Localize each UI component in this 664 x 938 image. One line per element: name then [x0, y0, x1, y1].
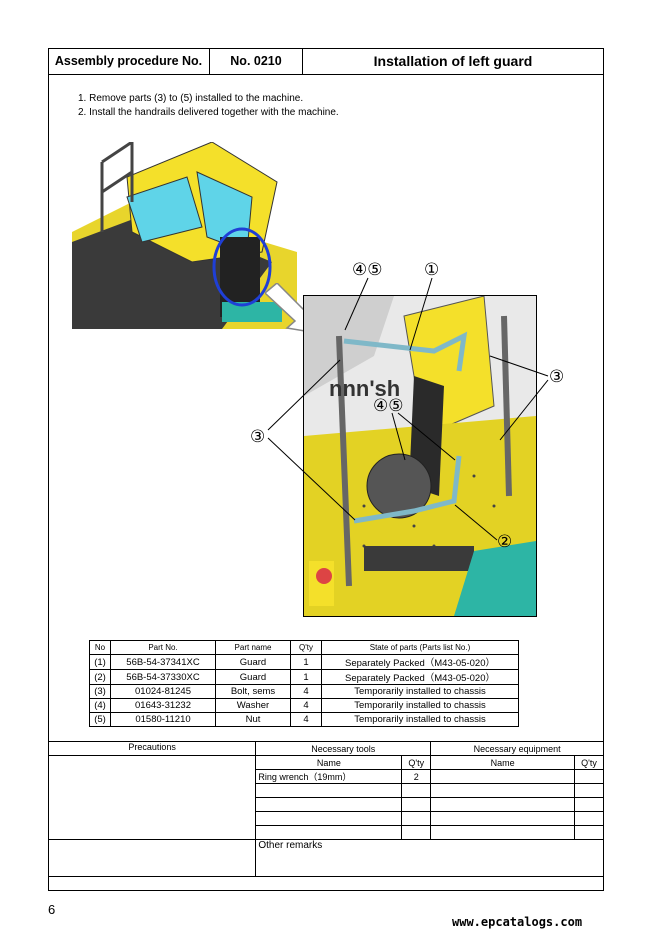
tools-heading: Necessary tools — [255, 741, 432, 756]
parts-table: No Part No. Part name Q'ty State of part… — [89, 640, 519, 727]
page-number: 6 — [48, 902, 56, 917]
tool-qty: 2 — [401, 769, 432, 784]
page-frame — [48, 48, 604, 891]
precautions-cell: Precautions — [47, 741, 257, 840]
step-1: 1. Remove parts (3) to (5) installed to … — [78, 93, 304, 104]
header-bar: Assembly procedure No. No. 0210 Installa… — [48, 48, 604, 75]
procedure-number: No. 0210 — [230, 54, 282, 68]
instructions: 1. Remove parts (3) to (5) installed to … — [78, 92, 339, 120]
procedure-label: Assembly procedure No. — [54, 54, 203, 68]
callout-3-left: ③ — [250, 427, 266, 447]
callout-4-5-top: ④⑤ — [352, 260, 383, 280]
precautions-heading: Precautions — [49, 742, 256, 756]
machine-overview-illustration — [72, 142, 297, 329]
callout-1: ① — [424, 260, 440, 280]
col-qty: Q'ty — [290, 640, 322, 655]
col-part-name: Part name — [215, 640, 291, 655]
callout-3-right: ③ — [549, 367, 565, 387]
step-2: 2. Install the handrails delivered toget… — [78, 107, 339, 118]
callout-4-5-mid: ④⑤ — [373, 396, 404, 416]
callout-2: ② — [497, 532, 513, 552]
other-remarks: Other remarks — [255, 839, 604, 877]
tool-name: Ring wrench（19mm） — [255, 769, 403, 784]
col-state: State of parts (Parts list No.) — [321, 640, 519, 655]
equipment-heading: Necessary equipment — [430, 741, 604, 756]
page-title: Installation of left guard — [373, 53, 533, 69]
col-part-no: Part No. — [110, 640, 216, 655]
machine-logo-text: nnn'sh — [329, 376, 400, 401]
tools-table: Precautions Necessary tools Necessary eq… — [47, 741, 604, 877]
col-no: No — [89, 640, 111, 655]
watermark: www.epcatalogs.com — [452, 915, 583, 929]
guard-detail-illustration: nnn'sh — [303, 295, 537, 617]
